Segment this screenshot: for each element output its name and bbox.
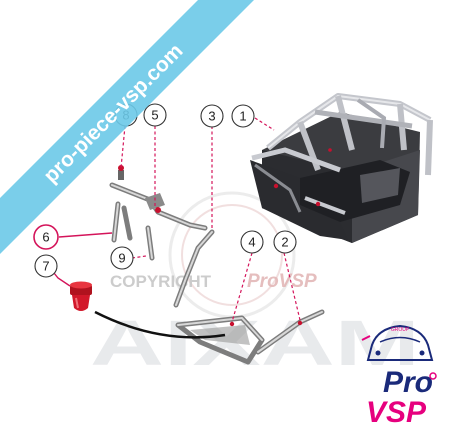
watermark-aixam: AIXAM — [90, 307, 420, 379]
callout-2-label: 2 — [281, 235, 288, 250]
callout-6-label: 6 — [42, 230, 49, 245]
callout-4: 4 — [240, 230, 264, 254]
callout-2: 2 — [273, 230, 297, 254]
watermark-copyright-text: COPYRIGHT — [110, 272, 212, 291]
callout-5: 5 — [143, 103, 167, 127]
chassis-frame — [250, 93, 433, 243]
logo-line2: VSP — [366, 396, 427, 429]
callout-1: 1 — [231, 104, 255, 128]
part-7-plug — [70, 281, 226, 339]
leader-lines — [49, 117, 301, 323]
part-9-strut — [145, 225, 155, 261]
part-8-bolt — [118, 165, 124, 180]
callout-5-label: 5 — [151, 108, 158, 123]
callout-7-label: 7 — [42, 259, 49, 274]
callout-4-label: 4 — [248, 235, 255, 250]
part-5-crossbar — [109, 182, 208, 231]
part-2-side-bar — [255, 309, 325, 355]
logo-group-text: GROUP — [391, 327, 410, 333]
callout-6: 6 — [33, 224, 59, 250]
watermark-copyright-brand: ProVSP — [247, 271, 317, 292]
provsp-logo: GROUP Pro VSP — [361, 324, 437, 429]
callout-3: 3 — [200, 104, 224, 128]
watermark-aixam-text: AIXAM — [90, 307, 420, 379]
callout-1-label: 1 — [239, 109, 246, 124]
logo-line1: Pro — [383, 366, 433, 399]
callout-9: 9 — [110, 246, 134, 270]
callout-9-label: 9 — [118, 251, 125, 266]
callout-7: 7 — [34, 254, 58, 278]
part-6-bracket — [111, 201, 133, 243]
callout-3-label: 3 — [208, 109, 215, 124]
part-3-long-bar — [173, 229, 215, 308]
watermark-copyright: COPYRIGHT ProVSP — [110, 271, 317, 292]
car-front-icon — [361, 324, 434, 361]
